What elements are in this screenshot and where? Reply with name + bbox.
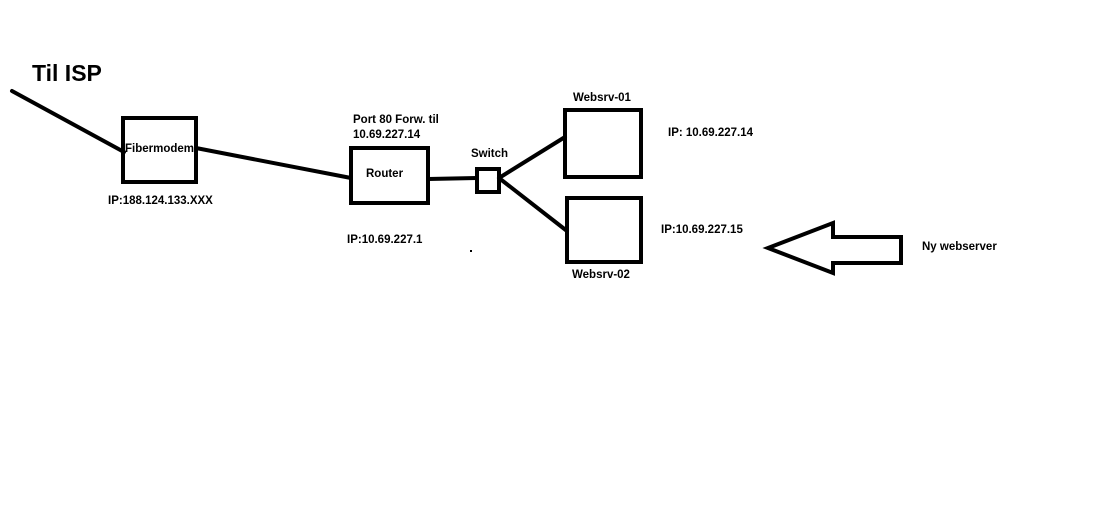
websrv01-box <box>563 108 643 179</box>
router-ip-label: IP:10.69.227.1 <box>347 234 423 246</box>
router-label: Router <box>366 168 404 180</box>
websrv02-label: Websrv-02 <box>572 269 630 281</box>
router-switch-line <box>426 176 479 181</box>
port-forward-label-line2: 10.69.227.14 <box>353 129 421 141</box>
new-webserver-label: Ny webserver <box>922 241 997 253</box>
new-webserver-arrow <box>762 220 903 276</box>
switch-websrv01-line <box>497 135 567 180</box>
modem-router-line <box>194 146 353 180</box>
isp-link-line <box>10 89 126 154</box>
websrv02-box <box>565 196 643 264</box>
router-box <box>349 146 430 205</box>
fibermodem-label: Fibermodem <box>125 143 195 155</box>
isp-label: Til ISP <box>32 60 102 86</box>
switch-websrv02-line <box>497 176 569 233</box>
stray-dot <box>470 250 472 252</box>
switch-label: Switch <box>471 148 509 160</box>
fibermodem-ip-label: IP:188.124.133.XXX <box>108 195 213 207</box>
websrv01-label: Websrv-01 <box>573 92 631 104</box>
switch-box <box>475 167 501 194</box>
port-forward-label-line1: Port 80 Forw. til <box>353 114 439 126</box>
websrv01-ip-label: IP: 10.69.227.14 <box>668 127 754 139</box>
websrv02-ip-label: IP:10.69.227.15 <box>661 224 743 236</box>
